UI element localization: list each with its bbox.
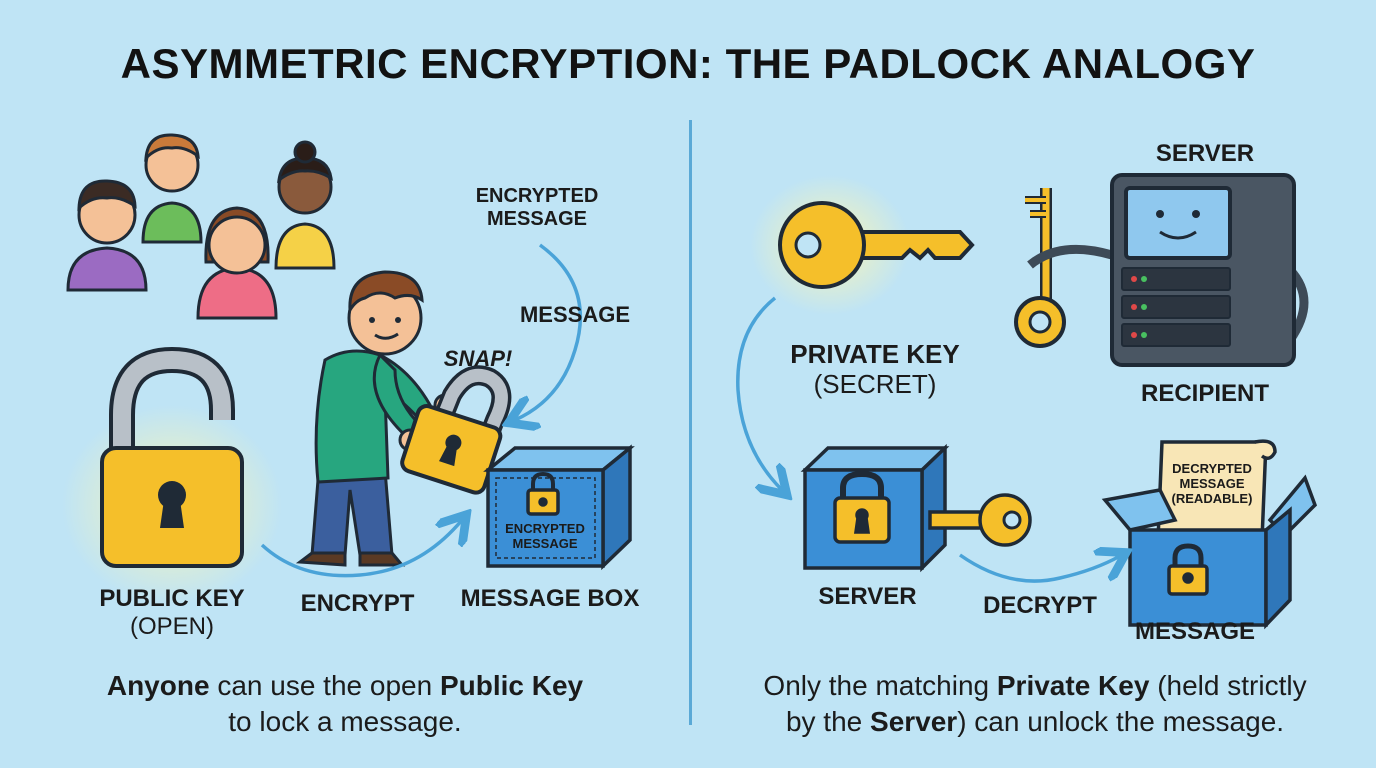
message-box-label: MESSAGE BOX (460, 585, 640, 612)
message-arrow (515, 243, 583, 420)
decrypt-arrow (958, 555, 1120, 583)
server-bottom-label: SERVER (818, 583, 917, 610)
person-locking-icon (295, 270, 457, 567)
open-padlock-icon (62, 346, 282, 605)
server-top-label: SERVER (1155, 140, 1255, 167)
private-key-label: PRIVATE KEY (SECRET) (790, 339, 960, 399)
diagram-title: ASYMMETRIC ENCRYPTION: THE PADLOCK ANALO… (120, 40, 1256, 87)
right-caption: Only the matching Private Key (held stri… (763, 670, 1307, 738)
locked-server-box-icon (800, 443, 1032, 573)
encrypted-message-label: ENCRYPTED MESSAGE (475, 185, 599, 230)
snap-label: SNAP! (443, 346, 513, 371)
left-caption: Anyone can use the open Public Key to lo… (106, 670, 584, 738)
message-label: MESSAGE (519, 302, 631, 327)
decrypted-message-box-icon (1101, 439, 1318, 630)
private-key-icon (750, 175, 975, 315)
closing-padlock-icon (400, 365, 512, 495)
people-group-icon (66, 133, 336, 320)
public-key-label: PUBLIC KEY (OPEN) (99, 585, 245, 640)
decrypted-message-scroll-label: DECRYPTED MESSAGE (READABLE) (1171, 461, 1253, 506)
decrypt-label: DECRYPT (983, 592, 1097, 619)
recipient-label: RECIPIENT (1140, 380, 1269, 407)
panel-divider (689, 120, 692, 725)
box-encrypted-message-label: ENCRYPTED MESSAGE (505, 521, 585, 551)
encrypt-arrow (260, 520, 462, 578)
server-recipient-icon (1014, 173, 1309, 367)
private-key-arrow (736, 296, 782, 490)
encrypt-label: ENCRYPT (300, 590, 415, 617)
encrypted-message-box-icon (483, 444, 635, 571)
message-bottom-label: MESSAGE (1134, 618, 1256, 645)
